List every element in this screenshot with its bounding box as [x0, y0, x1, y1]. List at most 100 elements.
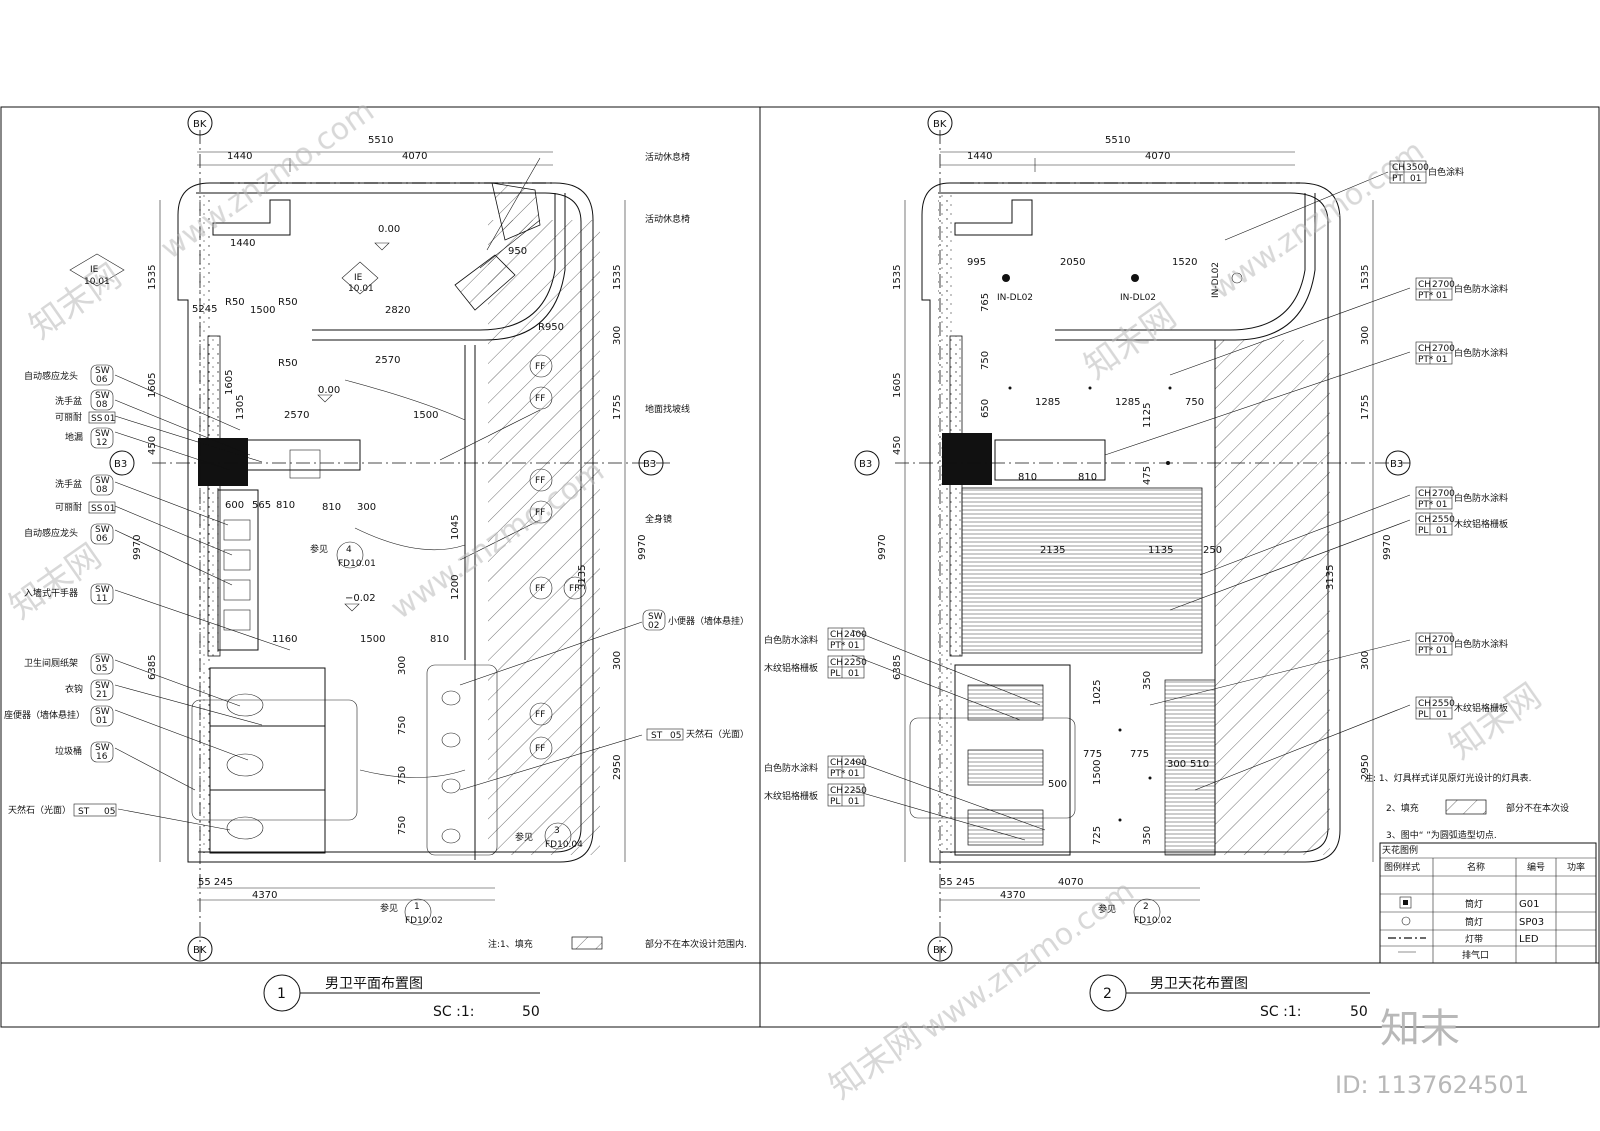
right-grid-bubble-b3-right — [1385, 450, 1411, 476]
r-inner-16: 1025 — [1092, 680, 1103, 705]
wc-3 — [226, 816, 264, 840]
right-tag-1-code: SW — [648, 612, 663, 622]
basin-4 — [223, 609, 251, 631]
ref-1-text: 参见 — [380, 902, 398, 914]
left-title-number: 1 — [277, 986, 286, 1002]
left-dim-top-total: 5510 — [368, 135, 393, 146]
left-scale-value: 50 — [522, 1004, 540, 1020]
elevation-marker-1 — [69, 253, 125, 287]
watermark-brand-3: 知末网 — [1077, 296, 1183, 387]
svg-text:白色防水涂料: 白色防水涂料 — [764, 634, 818, 646]
inner-dim-2: 2820 — [385, 305, 410, 316]
left-grid-b3-left-label: B3 — [114, 459, 127, 470]
svg-text:PT*: PT* — [830, 641, 846, 651]
svg-text:PT: PT — [1392, 174, 1403, 184]
inner-dim-1: 950 — [508, 246, 527, 257]
inner-dim-20: 810 — [276, 500, 295, 511]
svg-text:SW: SW — [95, 429, 110, 439]
svg-text:白色防水涂料: 白色防水涂料 — [1454, 492, 1508, 504]
right-upper-curve — [1055, 193, 1306, 331]
svg-text:01: 01 — [1436, 526, 1447, 536]
left-dim-right-f: 300 — [612, 651, 623, 670]
right-grid-bubble-b3-left — [854, 450, 880, 476]
callout-4 — [336, 541, 364, 569]
legend-h3: 功率 — [1567, 861, 1585, 873]
svg-text:05: 05 — [104, 807, 115, 817]
ff-5: FF — [535, 584, 545, 594]
left-grid-bubble-b3-left — [109, 450, 135, 476]
legend-r0-name: 筒灯 — [1465, 898, 1483, 910]
svg-text:01: 01 — [1436, 646, 1447, 656]
svg-text:2550: 2550 — [1432, 515, 1455, 525]
svg-text:PL: PL — [830, 797, 840, 807]
ref-4-text: 参见 — [310, 543, 328, 555]
left-inner-wall — [196, 192, 582, 853]
r-dim-right-d: 3135 — [1325, 565, 1336, 590]
left-dim-right-g: 2950 — [612, 755, 623, 780]
left-lounge-chair-2 — [454, 254, 516, 311]
svg-text:PT*: PT* — [1418, 500, 1434, 510]
svg-text:01: 01 — [848, 641, 859, 651]
inner-dim-26: 1605 — [224, 370, 235, 395]
r-inner-8: 650 — [980, 399, 991, 418]
elevation-marker-2 — [341, 261, 379, 295]
right-callout-2 — [1133, 898, 1161, 926]
ref-3-num: 3 — [554, 826, 560, 836]
fixture-label-1: IN-DL02 — [1120, 293, 1156, 303]
callout-3 — [544, 822, 572, 850]
svg-text:CH: CH — [830, 758, 843, 768]
svg-text:2250: 2250 — [844, 658, 867, 668]
svg-text:PL: PL — [1418, 526, 1428, 536]
svg-text:木纹铝格栅板: 木纹铝格栅板 — [764, 662, 818, 674]
svg-text:垃圾桶: 垃圾桶 — [55, 745, 82, 757]
inner-dim-10: 1200 — [450, 575, 461, 600]
fixture-label-2: IN-DL02 — [1211, 262, 1221, 298]
legend-h0: 图例样式 — [1384, 861, 1420, 873]
svg-text:PT*: PT* — [1418, 646, 1434, 656]
left-grid-bubble-bk-top — [187, 110, 213, 136]
r-dim-left-d: 9970 — [877, 535, 888, 560]
r-ref-text: 参见 — [1098, 903, 1116, 915]
ref-4-sheet: FD10.01 — [338, 559, 376, 569]
svg-text:SS: SS — [91, 414, 103, 424]
r-dim-bottom-a: 55 245 — [940, 877, 975, 888]
ff-1: FF — [535, 362, 545, 372]
r-dim-right-c: 1755 — [1360, 395, 1371, 420]
svg-text:SW: SW — [95, 391, 110, 401]
left-partition — [207, 335, 221, 657]
left-grid-bk-top-label: BK — [193, 119, 207, 130]
legend-r1-code: SP03 — [1519, 917, 1544, 928]
left-title: 男卫平面布置图 — [325, 976, 423, 992]
r-inner-11: 810 — [1078, 472, 1097, 483]
elev-1-num: IE — [90, 265, 99, 275]
callout-1 — [404, 898, 432, 926]
svg-text:木纹铝格栅板: 木纹铝格栅板 — [1454, 702, 1508, 714]
r-dim-top-a: 1440 — [967, 151, 992, 162]
svg-text:05: 05 — [96, 664, 107, 674]
right-hatch-zone — [1215, 340, 1330, 855]
svg-text:洗手盆: 洗手盆 — [55, 395, 82, 407]
right-label-3: 全身镜 — [645, 513, 672, 525]
right-grid-bubble-bk-top — [927, 110, 953, 136]
left-dim-right-d: 3135 — [577, 565, 588, 590]
inner-dim-19: 565 — [252, 500, 271, 511]
svg-text:SW: SW — [95, 655, 110, 665]
inner-dim-14: 750 — [397, 766, 408, 785]
svg-text:PT*: PT* — [1418, 291, 1434, 301]
stall-outline — [191, 699, 358, 821]
right-grid-bk-top-label: BK — [933, 119, 947, 130]
inner-dim-24: R950 — [538, 322, 564, 333]
level-mid: 0.00 — [318, 385, 340, 396]
svg-text:06: 06 — [96, 534, 108, 544]
ff-4: FF — [535, 508, 545, 518]
watermark-brand-4: 知末网 — [822, 1016, 928, 1107]
left-basin — [289, 449, 321, 479]
left-stall-block — [209, 667, 326, 854]
wc-1 — [226, 693, 264, 717]
svg-text:08: 08 — [96, 485, 108, 495]
svg-text:ST: ST — [78, 807, 90, 817]
